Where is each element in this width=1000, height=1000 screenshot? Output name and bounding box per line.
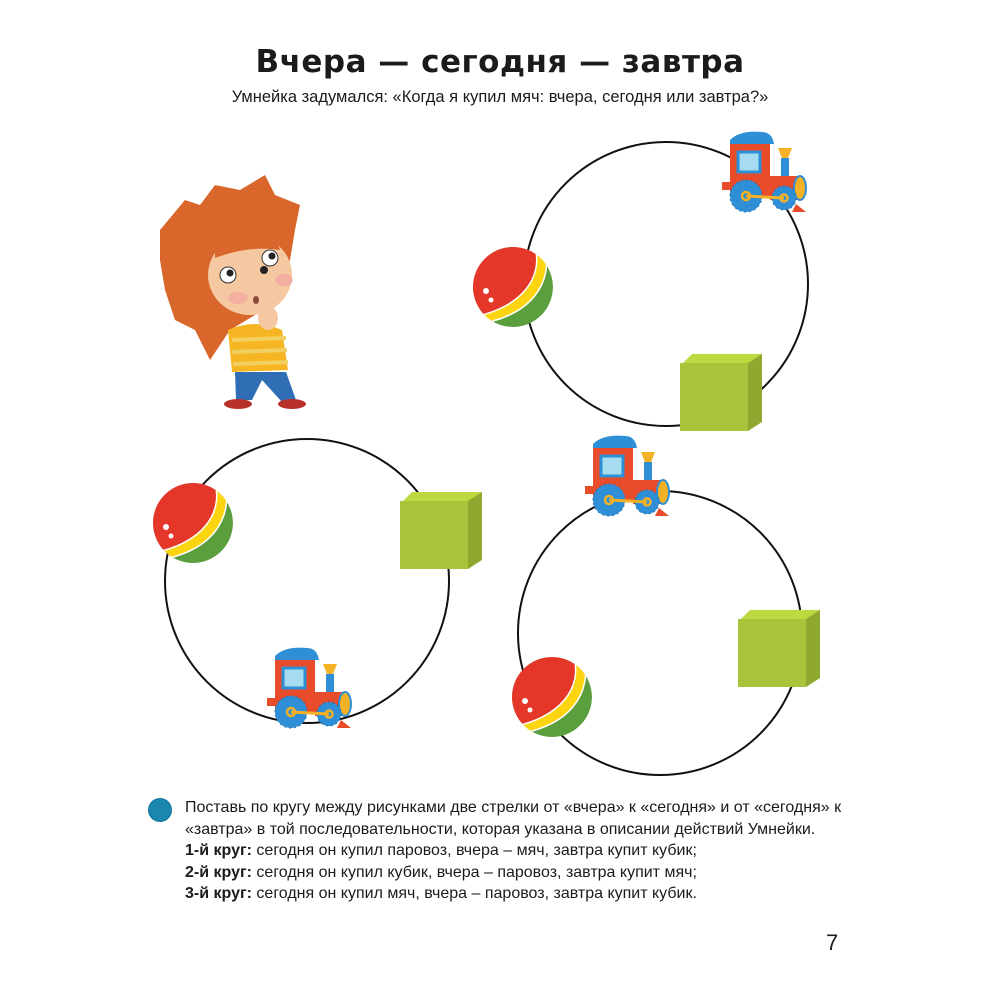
task-bullet-icon xyxy=(148,798,172,822)
circle-1[interactable] xyxy=(473,130,809,431)
train-icon xyxy=(583,434,671,518)
round-1: 1-й круг: сегодня он купил паровоз, вчер… xyxy=(185,842,697,859)
cube-icon xyxy=(738,610,820,687)
page-number: 7 xyxy=(826,930,839,955)
cube-icon xyxy=(680,354,762,431)
round-2: 2-й круг: сегодня он купил кубик, вчера … xyxy=(185,863,697,881)
hedgehog-character-icon xyxy=(160,175,306,409)
page-title: Вчера — сегодня — завтра xyxy=(255,44,745,80)
ball-icon xyxy=(473,247,553,327)
train-icon xyxy=(265,646,353,730)
page-subtitle: Умнейка задумался: «Когда я купил мяч: в… xyxy=(231,88,769,106)
circle-2[interactable] xyxy=(153,438,482,730)
ball-icon xyxy=(512,657,592,737)
circle-3[interactable] xyxy=(512,434,820,776)
round-3: 3-й круг: сегодня он купил мяч, вчера – … xyxy=(185,885,697,902)
train-icon xyxy=(720,130,808,214)
cube-icon xyxy=(400,492,482,569)
ball-icon xyxy=(153,483,233,563)
task-text: Поставь по кругу между рисунками две стр… xyxy=(152,797,852,905)
task-instruction: Поставь по кругу между рисунками две стр… xyxy=(185,799,842,838)
